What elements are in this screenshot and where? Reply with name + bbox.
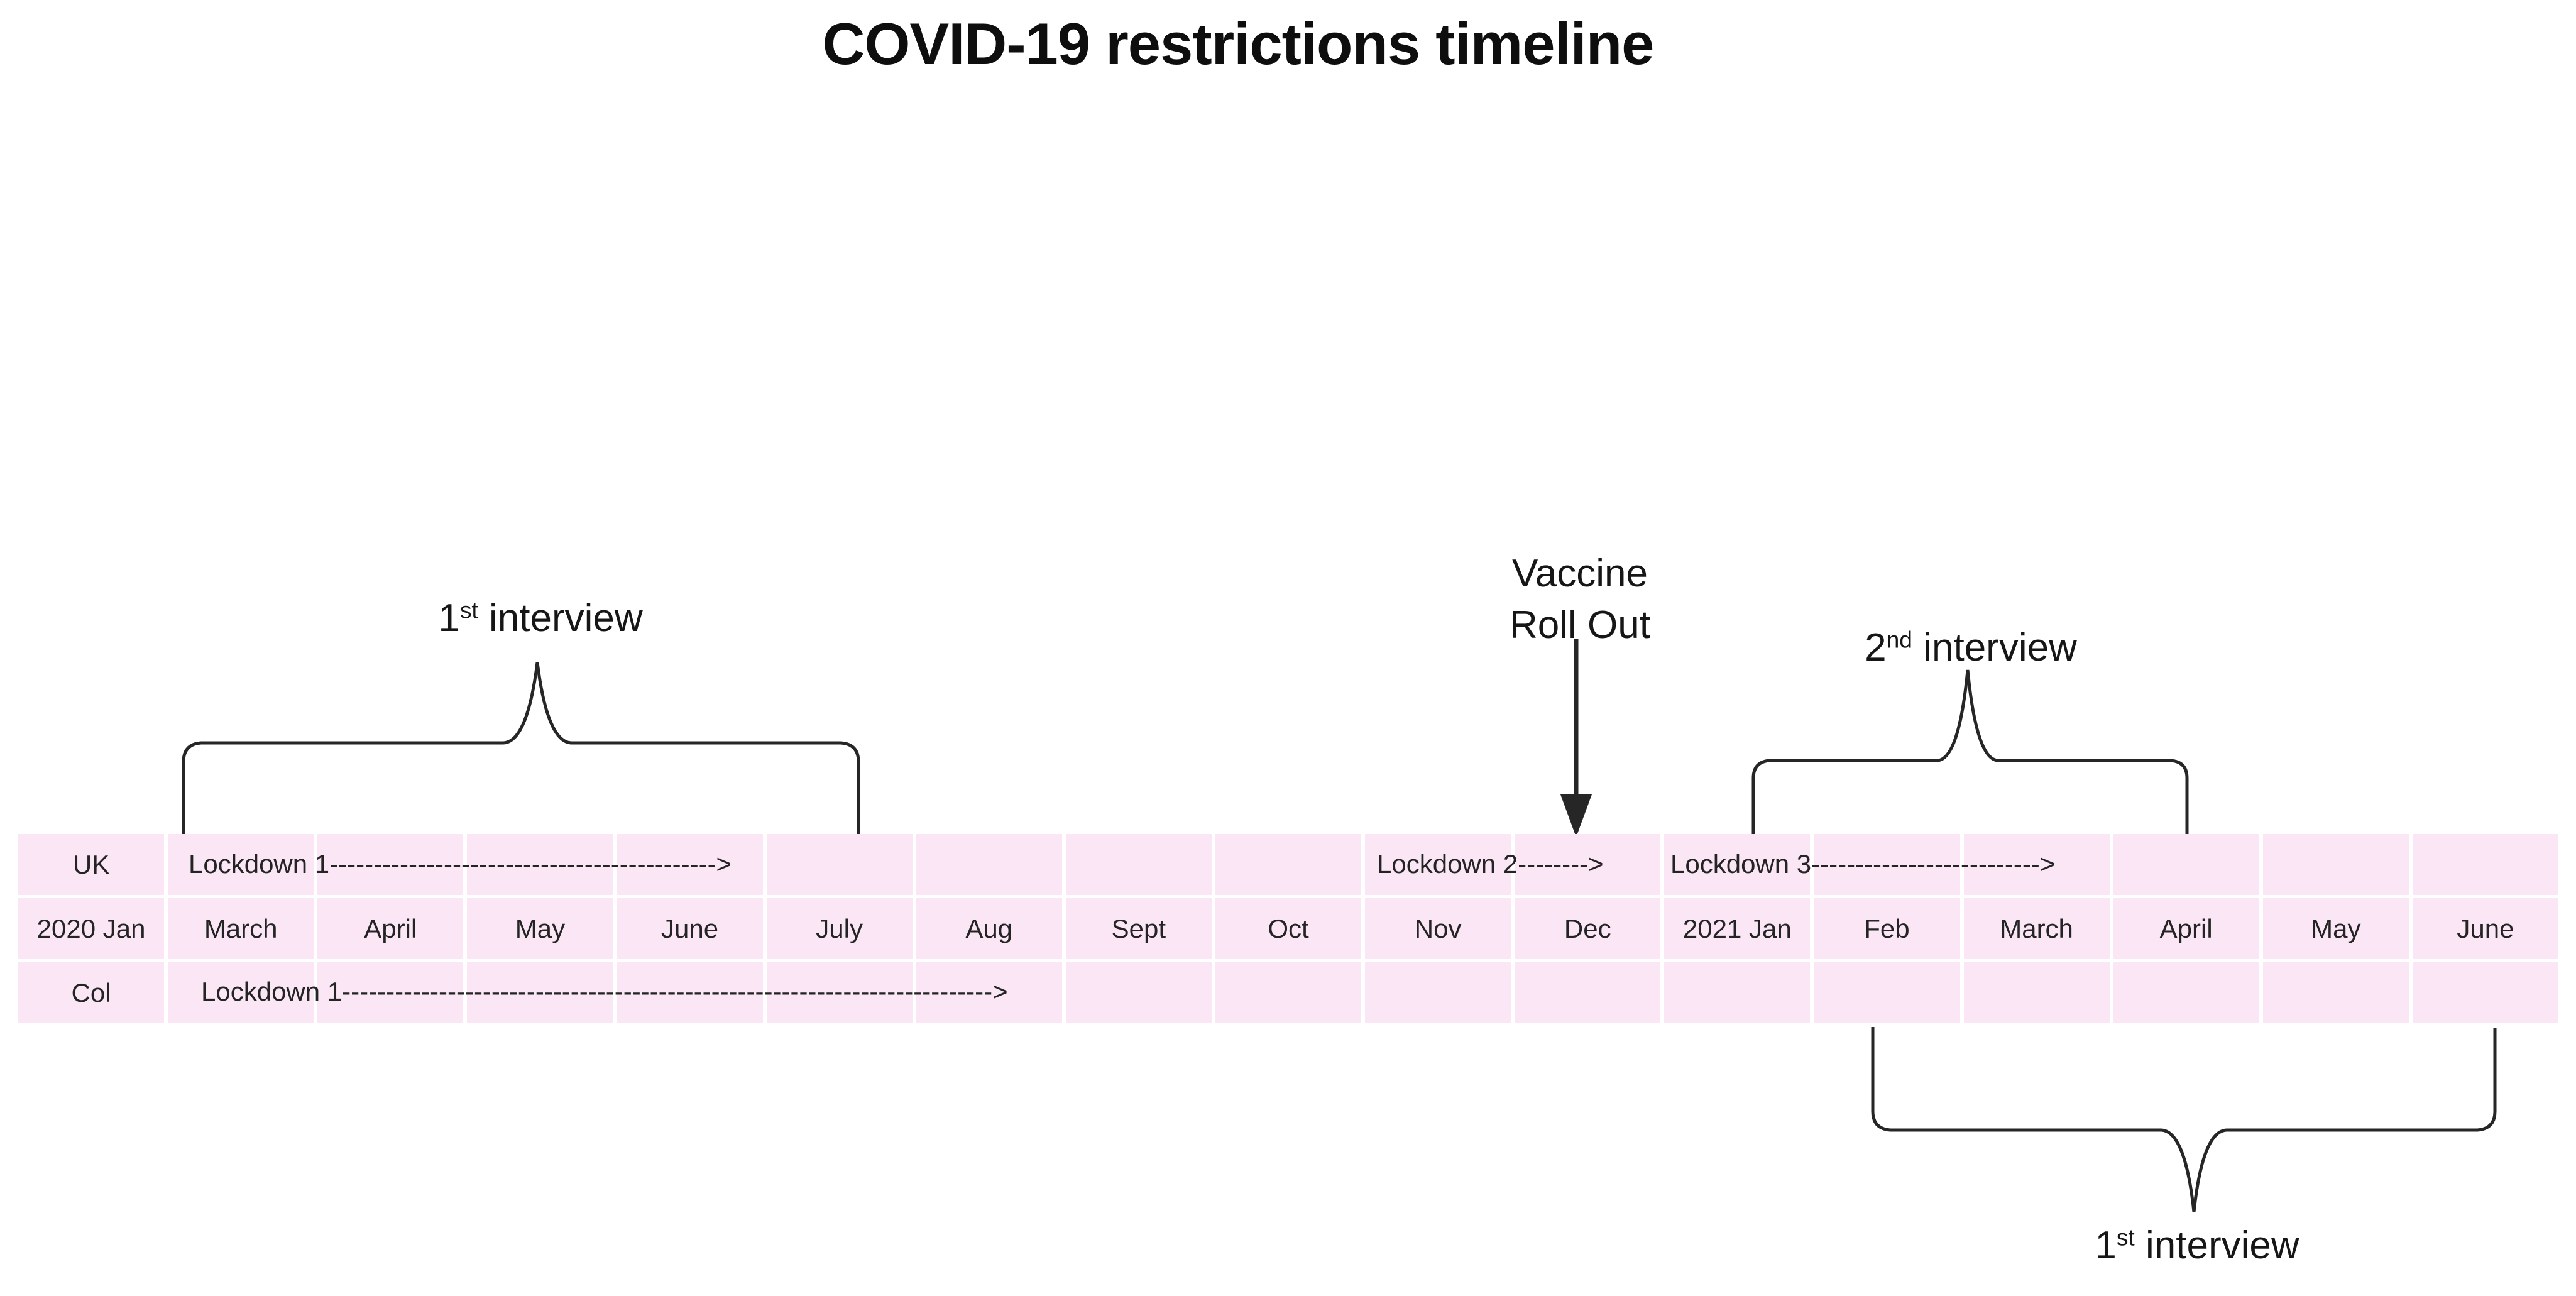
month-cell: May — [467, 898, 613, 959]
empty-timeline-cell — [1963, 962, 2110, 1023]
empty-timeline-cell — [916, 962, 1062, 1023]
month-cell: Dec — [1515, 898, 1661, 959]
empty-timeline-cell — [2262, 962, 2409, 1023]
vaccine-line2: Roll Out — [1510, 603, 1650, 647]
vaccine-line1: Vaccine — [1512, 552, 1648, 595]
figure-title: COVID-19 restrictions timeline — [822, 11, 1655, 77]
empty-timeline-cell — [617, 962, 763, 1023]
brace-first-interview-top — [182, 662, 860, 837]
month-cell: June — [2412, 898, 2558, 959]
uk-lockdown3-span: Lockdown 3--------------------------> — [1670, 849, 2056, 879]
ordinal-number: 2 — [1865, 626, 1887, 669]
empty-timeline-cell — [617, 834, 763, 895]
timeline-table: UK 2020 Jan March April May June July Au… — [18, 834, 2558, 1023]
month-cell: Aug — [916, 898, 1062, 959]
empty-timeline-cell — [2412, 834, 2558, 895]
empty-timeline-cell — [1215, 834, 1362, 895]
empty-timeline-cell — [1365, 962, 1511, 1023]
empty-timeline-cell — [317, 962, 464, 1023]
label-first-interview-top: 1st interview — [438, 596, 642, 640]
month-cell: March — [168, 898, 314, 959]
brace-second-interview — [1751, 669, 2189, 837]
label-vaccine-roll-out: Vaccine Roll Out — [1510, 548, 1650, 651]
label-text: interview — [2134, 1224, 2299, 1267]
vaccine-arrow-head — [1560, 794, 1592, 837]
uk-lockdown2-span: Lockdown 2--------> — [1377, 849, 1604, 879]
label-second-interview: 2nd interview — [1865, 625, 2077, 670]
uk-lockdown1-span: Lockdown 1------------------------------… — [189, 849, 732, 879]
label-first-interview-bottom: 1st interview — [2095, 1223, 2299, 1268]
label-text: interview — [1912, 626, 2077, 669]
empty-timeline-cell — [1515, 962, 1661, 1023]
empty-timeline-cell — [1814, 962, 1960, 1023]
row-label-uk: UK — [18, 834, 165, 895]
empty-timeline-cell — [766, 834, 913, 895]
month-cell: March — [1963, 898, 2110, 959]
empty-timeline-cell — [1215, 962, 1362, 1023]
month-cell: 2021 Jan — [1664, 898, 1811, 959]
empty-timeline-cell — [168, 834, 314, 895]
empty-timeline-cell — [766, 962, 913, 1023]
month-cell: June — [617, 898, 763, 959]
row-label-col: Col — [18, 962, 165, 1023]
empty-timeline-cell — [1664, 962, 1811, 1023]
empty-timeline-cell — [1065, 962, 1212, 1023]
empty-timeline-cell — [1664, 834, 1811, 895]
empty-timeline-cell — [916, 834, 1062, 895]
brace-first-interview-bottom — [1871, 1027, 2497, 1212]
col-lockdown1-span: Lockdown 1------------------------------… — [201, 977, 1008, 1006]
timeline-row-uk: UK — [18, 834, 2558, 895]
ordinal-suffix: nd — [1886, 626, 1912, 653]
empty-timeline-cell — [1814, 834, 1960, 895]
month-cell: Sept — [1065, 898, 1212, 959]
ordinal-number: 1 — [2095, 1224, 2117, 1267]
month-cell: April — [2113, 898, 2259, 959]
empty-timeline-cell — [2113, 834, 2259, 895]
empty-timeline-cell — [1963, 834, 2110, 895]
timeline-row-col: Col — [18, 962, 2558, 1023]
month-cell: Oct — [1215, 898, 1362, 959]
empty-timeline-cell — [467, 834, 613, 895]
empty-timeline-cell — [2113, 962, 2259, 1023]
ordinal-suffix: st — [459, 596, 478, 623]
timeline-row-months: 2020 Jan March April May June July Aug S… — [18, 898, 2558, 959]
label-text: interview — [478, 596, 643, 640]
month-cell: Nov — [1365, 898, 1511, 959]
empty-timeline-cell — [1065, 834, 1212, 895]
empty-timeline-cell — [168, 962, 314, 1023]
month-cell: July — [766, 898, 913, 959]
empty-timeline-cell — [1365, 834, 1511, 895]
empty-timeline-cell — [1515, 834, 1661, 895]
month-cell: April — [317, 898, 464, 959]
ordinal-number: 1 — [438, 596, 460, 640]
month-cell: May — [2262, 898, 2409, 959]
empty-timeline-cell — [467, 962, 613, 1023]
ordinal-suffix: st — [2116, 1224, 2135, 1251]
empty-timeline-cell — [2262, 834, 2409, 895]
month-cell: 2020 Jan — [18, 898, 165, 959]
month-cell: Feb — [1814, 898, 1960, 959]
empty-timeline-cell — [317, 834, 464, 895]
empty-timeline-cell — [2412, 962, 2558, 1023]
